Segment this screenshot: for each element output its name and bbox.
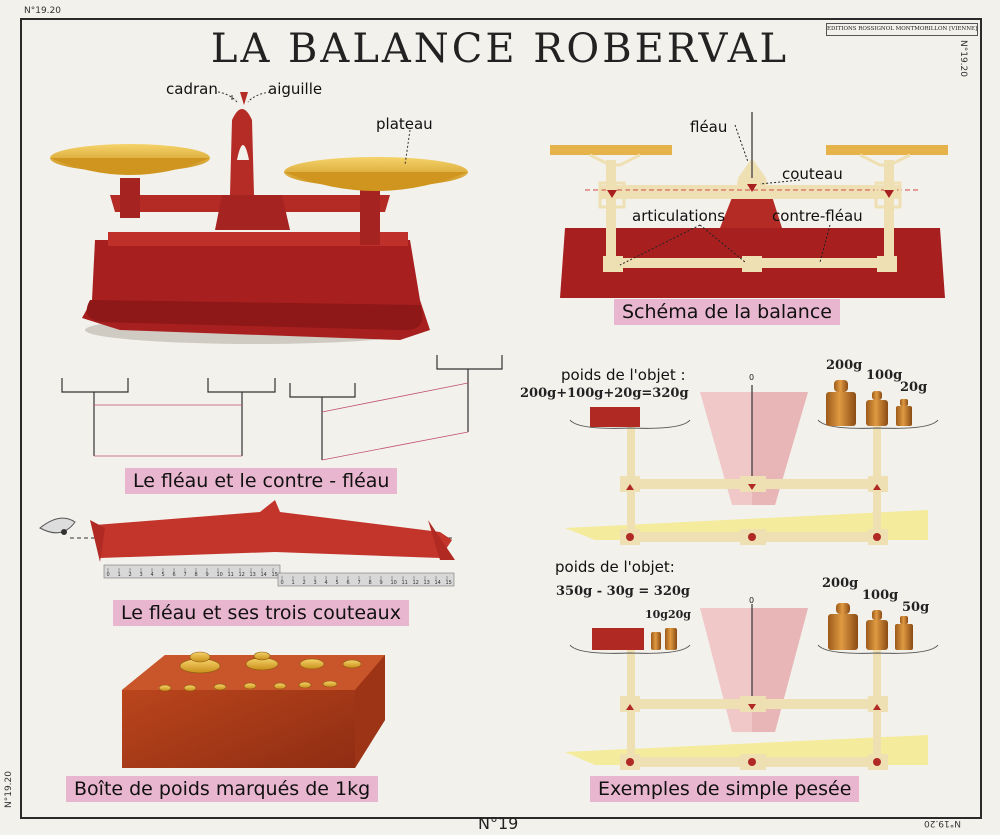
ruler-tick-label: 6 — [347, 580, 350, 586]
weight-box-illustration — [122, 651, 385, 768]
caption-schema-balance: Schéma de la balance — [614, 299, 840, 325]
ruler-tick-label: 10 — [391, 580, 397, 586]
example-1-weight-200g: 200g — [826, 358, 863, 373]
fleau-trois-couteaux-illustration — [39, 500, 455, 587]
roberval-balance-illustration — [50, 91, 468, 344]
poster-frame — [20, 18, 982, 819]
ruler-tick-label: 13 — [250, 572, 256, 578]
label-articulations: articulations — [632, 207, 726, 225]
example-1-weight-100g: 100g — [866, 368, 903, 383]
ruler-tick-label: 11 — [402, 580, 408, 586]
poster-number: N°19 — [478, 814, 519, 833]
poster-title: LA BALANCE ROBERVAL — [210, 26, 790, 72]
caption-fleau-contre-fleau: Le fléau et le contre - fléau — [125, 468, 398, 494]
ruler-tick-label: 14 — [261, 572, 267, 578]
ruler-tick-label: 0 — [107, 572, 110, 578]
ruler-tick-label: 11 — [228, 572, 234, 578]
label-couteau: couteau — [782, 165, 843, 183]
ruler-tick-label: 4 — [151, 572, 154, 578]
label-fleau: fléau — [690, 118, 728, 136]
example-2-weight-100g: 100g — [862, 588, 899, 603]
ruler-tick-label: 0 — [281, 580, 284, 586]
ruler-tick-label: 9 — [206, 572, 209, 578]
ruler-tick-label: 15 — [272, 572, 278, 578]
ruler-tick-label: 12 — [239, 572, 245, 578]
publisher-imprint: EDITIONS ROSSIGNOL MONTMORILLON [VIENNE] — [826, 23, 978, 36]
ruler-tick-label: 2 — [129, 572, 132, 578]
ruler-tick-label: 7 — [358, 580, 361, 586]
label-aiguille: aiguille — [268, 80, 323, 98]
caption-trois-couteaux: Le fléau et ses trois couteaux — [113, 600, 409, 626]
example-2-dial-zero: 0 — [749, 596, 755, 605]
example-2-balance — [565, 603, 939, 770]
example-2-heading: poids de l'objet: — [555, 558, 675, 576]
corner-mark-top-left: N°19.20 — [24, 6, 61, 16]
example-1-weight-20g: 20g — [900, 380, 928, 395]
ruler-tick-label: 10 — [217, 572, 223, 578]
caption-exemples-pesee: Exemples de simple pesée — [590, 776, 860, 802]
fleau-line-diagram — [61, 355, 503, 461]
ruler-tick-label: 3 — [140, 572, 143, 578]
label-cadran: cadran — [166, 80, 218, 98]
ruler-tick-label: 5 — [336, 580, 339, 586]
ruler-tick-label: 6 — [173, 572, 176, 578]
ruler-tick-label: 8 — [195, 572, 198, 578]
ruler-tick-label: 12 — [413, 580, 419, 586]
ruler-tick-label: 1 — [118, 572, 121, 578]
example-1-dial-zero: 0 — [749, 373, 755, 382]
label-plateau: plateau — [376, 115, 433, 133]
ruler-tick-label: 15 — [446, 580, 452, 586]
ruler-tick-label: 5 — [162, 572, 165, 578]
example-2-equation: 350g - 30g = 320g — [556, 584, 691, 599]
label-contre-fleau: contre-fléau — [772, 207, 863, 225]
ruler-tick-label: 1 — [292, 580, 295, 586]
ruler-tick-label: 13 — [424, 580, 430, 586]
balance-schema-diagram — [550, 112, 948, 298]
example-1-balance — [565, 380, 939, 545]
ruler-tick-label: 8 — [369, 580, 372, 586]
example-2-weight-50g: 50g — [902, 600, 930, 615]
example-1-heading: poids de l'objet : — [561, 366, 686, 384]
ruler-tick-label: 9 — [380, 580, 383, 586]
caption-boite-de-poids: Boîte de poids marqués de 1kg — [66, 776, 379, 802]
ruler-tick-label: 2 — [303, 580, 306, 586]
ruler-tick-label: 4 — [325, 580, 328, 586]
ruler-tick-label: 14 — [435, 580, 441, 586]
example-2-left-weights: 10g20g — [645, 608, 691, 621]
ruler-tick-label: 7 — [184, 572, 187, 578]
ruler-tick-label: 3 — [314, 580, 317, 586]
example-2-weight-200g: 200g — [822, 576, 859, 591]
example-1-equation: 200g+100g+20g=320g — [520, 386, 689, 401]
